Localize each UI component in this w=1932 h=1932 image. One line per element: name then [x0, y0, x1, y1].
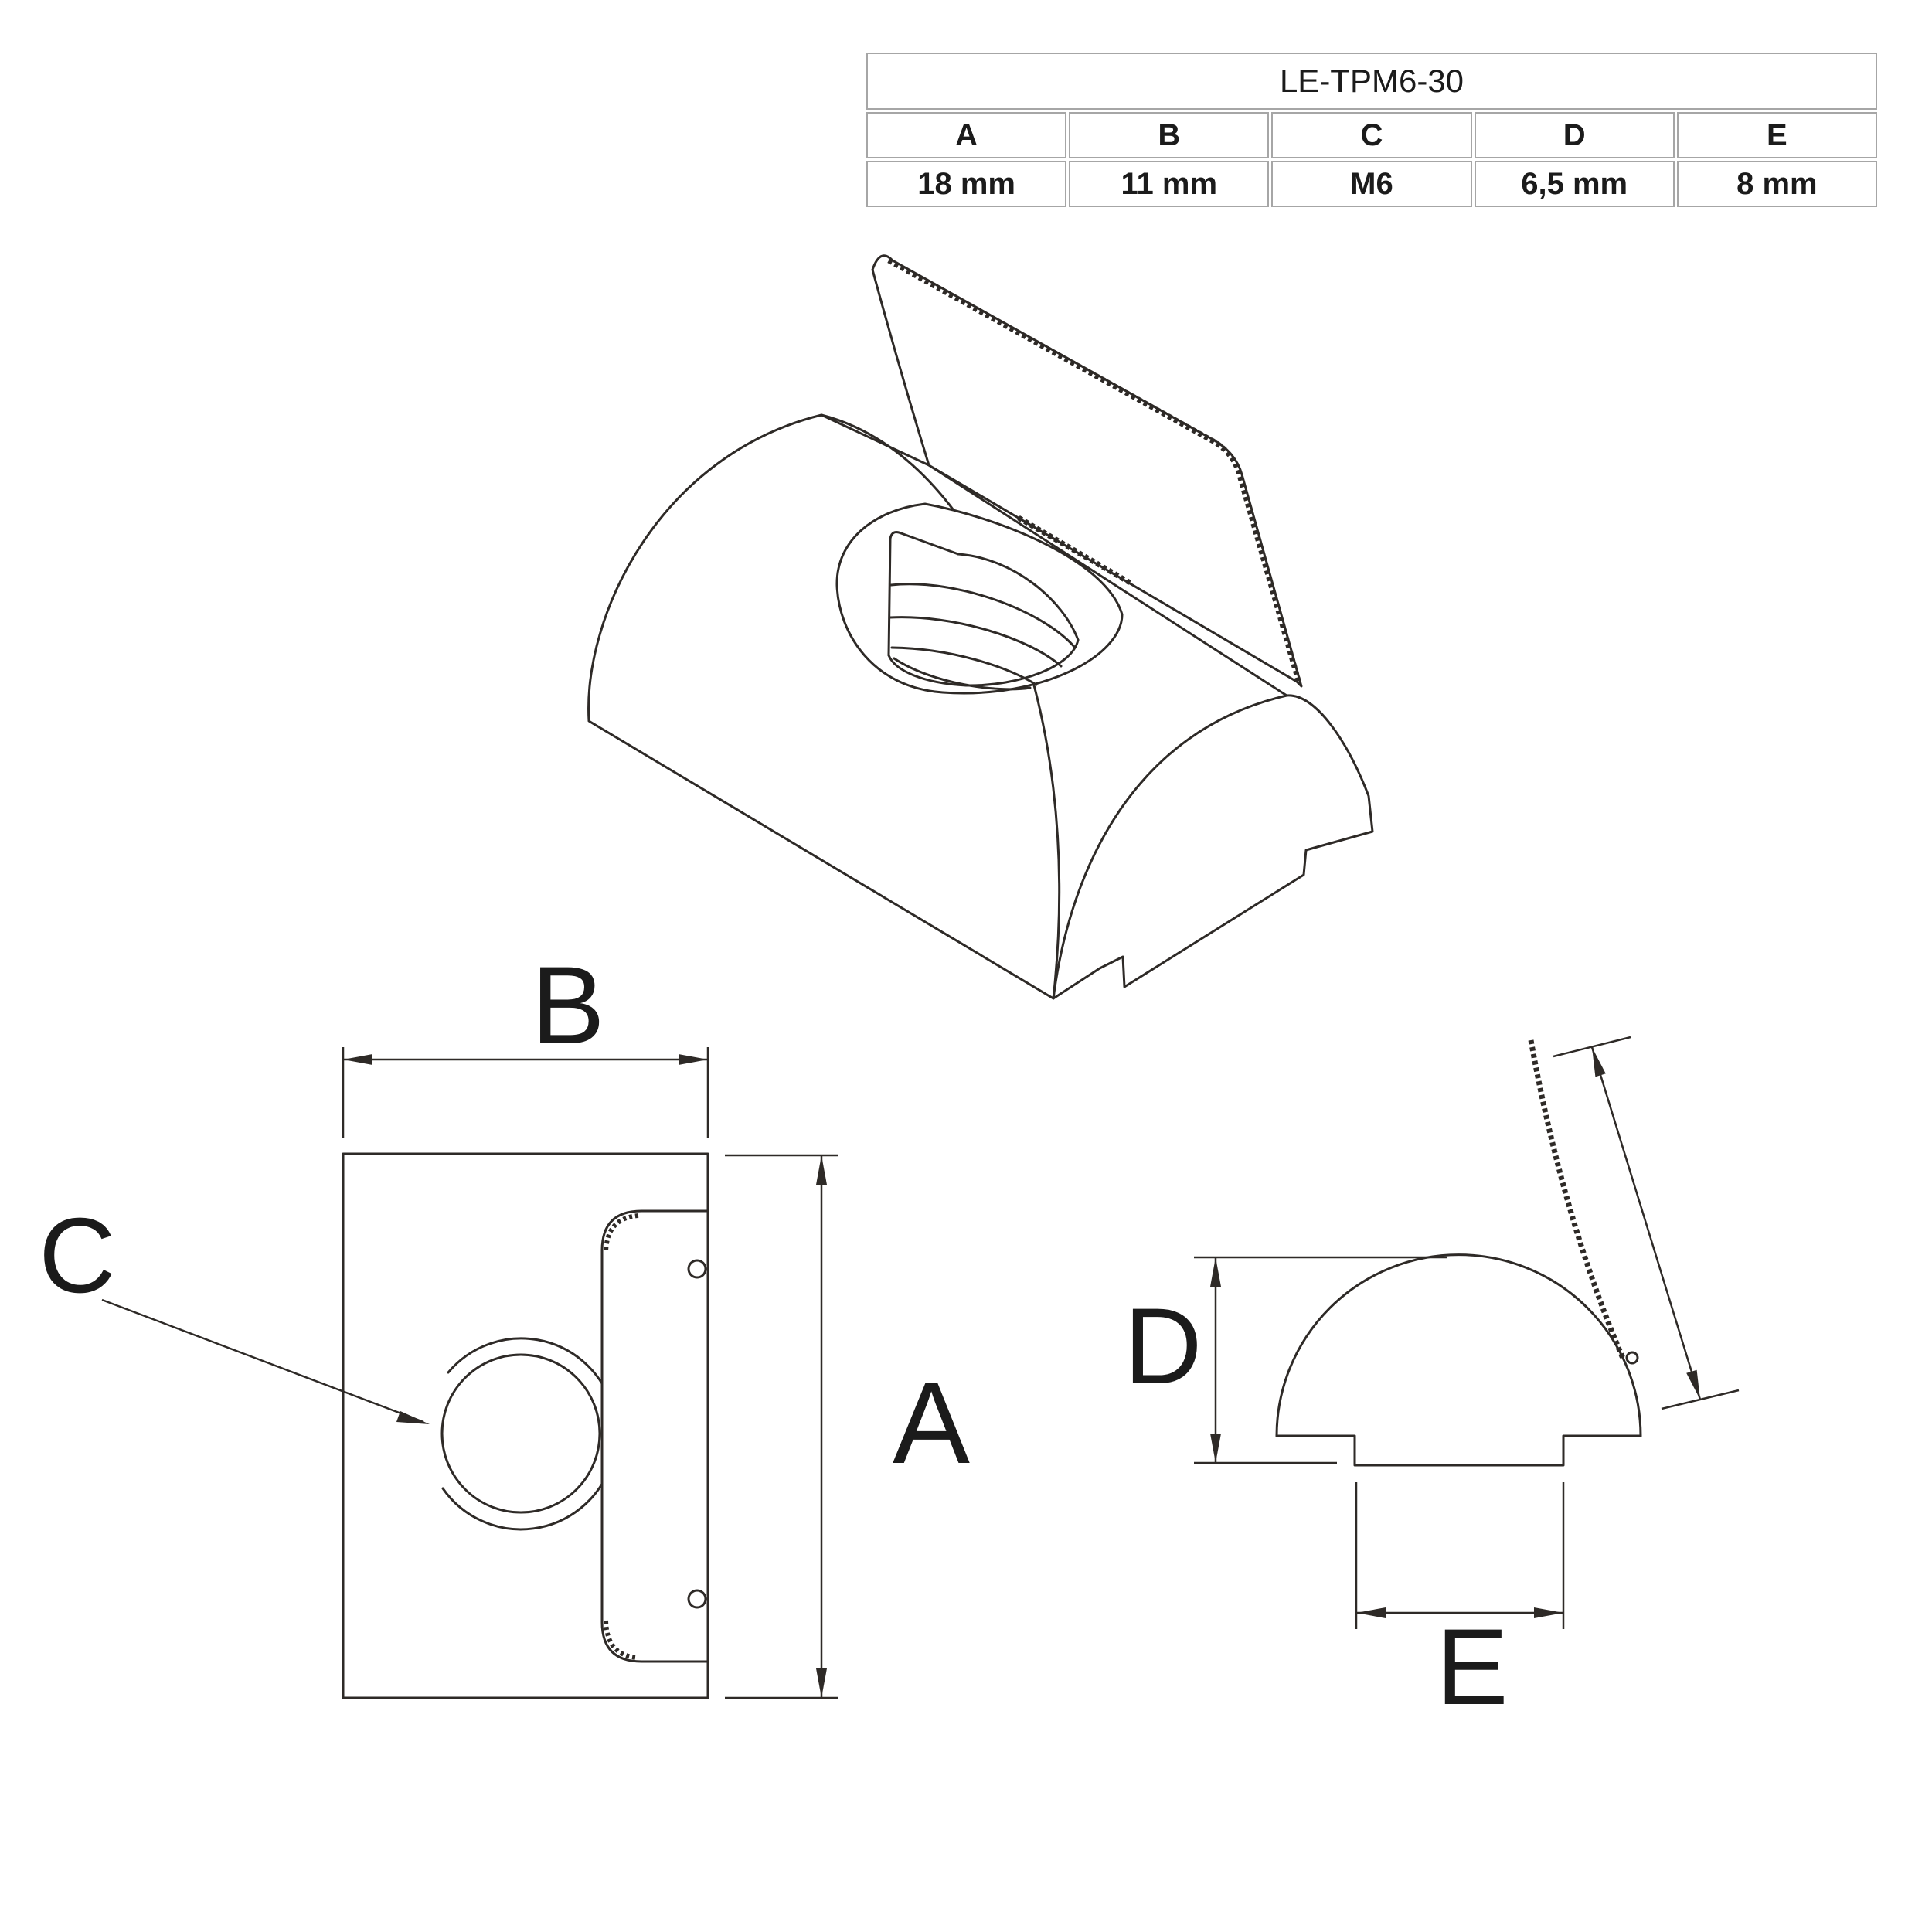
side-view: D E — [1124, 1036, 1740, 1727]
side-leaf — [1528, 1039, 1627, 1362]
dome-outline — [1275, 1253, 1642, 1437]
col-header-d: D — [1474, 112, 1675, 158]
rivet-top — [687, 1259, 707, 1279]
spec-table-title: LE-TPM6-30 — [866, 53, 1877, 110]
spec-table: LE-TPM6-30 A B C D E 18 mm 11 mm M6 6,5 … — [864, 50, 1879, 209]
col-header-c: C — [1271, 112, 1472, 158]
dimension-d: D — [1124, 1256, 1447, 1464]
leaf-corner-hatch-top — [604, 1213, 639, 1253]
col-header-e: E — [1676, 112, 1877, 158]
spring-leaf — [871, 254, 1303, 688]
value-d: 6,5 mm — [1474, 161, 1675, 207]
label-c: C — [39, 1196, 116, 1315]
front-view: B A C — [39, 944, 970, 1699]
label-d: D — [1124, 1285, 1202, 1406]
dimension-a: A — [725, 1154, 970, 1699]
thread-hole-rim — [835, 502, 1124, 695]
thread-spiral — [887, 531, 1080, 691]
rivet-bottom — [687, 1589, 707, 1609]
isometric-view — [587, 254, 1374, 1000]
dimension-e: E — [1355, 1482, 1565, 1727]
rear-face-arc — [1052, 694, 1288, 1000]
leaf-edge-view — [600, 1209, 709, 1663]
dimension-leaf-length — [1553, 1036, 1740, 1410]
label-a: A — [893, 1358, 970, 1488]
thread-circle — [440, 1337, 612, 1531]
base-profile — [1275, 1434, 1642, 1467]
leaf-slot-hatch — [1017, 515, 1131, 586]
leaf-corner-hatch-bottom — [604, 1620, 639, 1660]
col-header-b: B — [1069, 112, 1270, 158]
side-rivet — [1625, 1351, 1639, 1365]
dimension-b: B — [342, 944, 709, 1138]
value-b: 11 mm — [1069, 161, 1270, 207]
nut-body-outline — [587, 413, 1374, 1000]
spring-leaf-hatch — [887, 257, 1302, 684]
col-header-a: A — [866, 112, 1067, 158]
value-e: 8 mm — [1676, 161, 1877, 207]
value-a: 18 mm — [866, 161, 1067, 207]
front-outline — [342, 1152, 709, 1699]
label-b: B — [531, 944, 604, 1067]
label-e: E — [1436, 1606, 1508, 1727]
callout-c: C — [39, 1196, 430, 1424]
value-c: M6 — [1271, 161, 1472, 207]
